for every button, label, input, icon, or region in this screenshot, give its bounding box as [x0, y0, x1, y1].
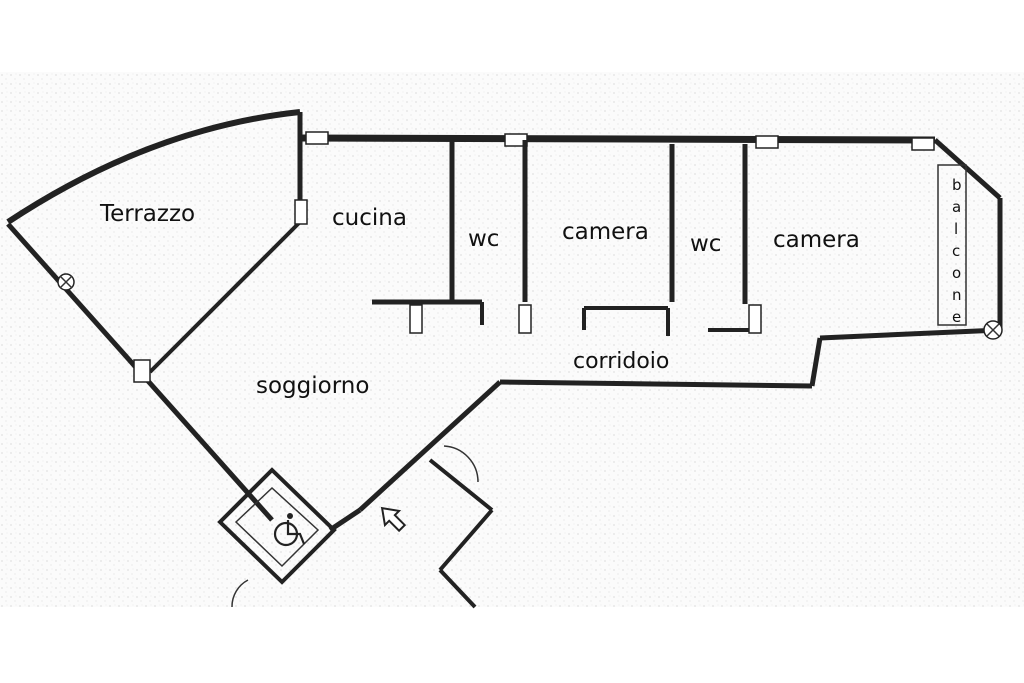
balcone-letter: n — [952, 286, 962, 304]
room-label-corridoio: corridoio — [573, 349, 669, 374]
balcone-letter: b — [952, 176, 962, 194]
door-marker — [133, 359, 151, 383]
door-marker — [518, 304, 532, 334]
door-marker — [409, 304, 423, 334]
entrance-area — [217, 445, 494, 609]
wheelchair-icon — [273, 513, 306, 547]
room-label-cucina: cucina — [332, 205, 407, 231]
room-label-camera-1: camera — [562, 219, 649, 245]
door-marker — [748, 304, 762, 334]
balcone-letter: c — [952, 242, 960, 260]
interior-walls — [372, 140, 762, 336]
balcone-letter: o — [952, 264, 961, 282]
exterior-walls — [299, 131, 1003, 533]
terrace-outline — [6, 109, 308, 522]
room-label-soggiorno: soggiorno — [256, 373, 369, 399]
room-label-wc-2: wc — [690, 231, 721, 257]
window-marker — [755, 135, 779, 149]
balcone-letter: a — [952, 198, 961, 216]
room-label-wc-1: wc — [468, 226, 499, 252]
room-label-terrazzo: Terrazzo — [99, 201, 195, 227]
room-label-camera-2: camera — [773, 227, 860, 253]
door-marker — [294, 199, 308, 225]
entrance-arrow-icon — [380, 506, 407, 533]
room-label-balcone: b a l c o n e — [952, 176, 962, 326]
balcone-letter: l — [954, 220, 958, 238]
window-marker — [911, 137, 935, 151]
balcone-letter: e — [952, 308, 961, 326]
window-marker — [305, 131, 329, 145]
balcony-outline — [937, 164, 967, 326]
paper-background — [0, 72, 1024, 607]
